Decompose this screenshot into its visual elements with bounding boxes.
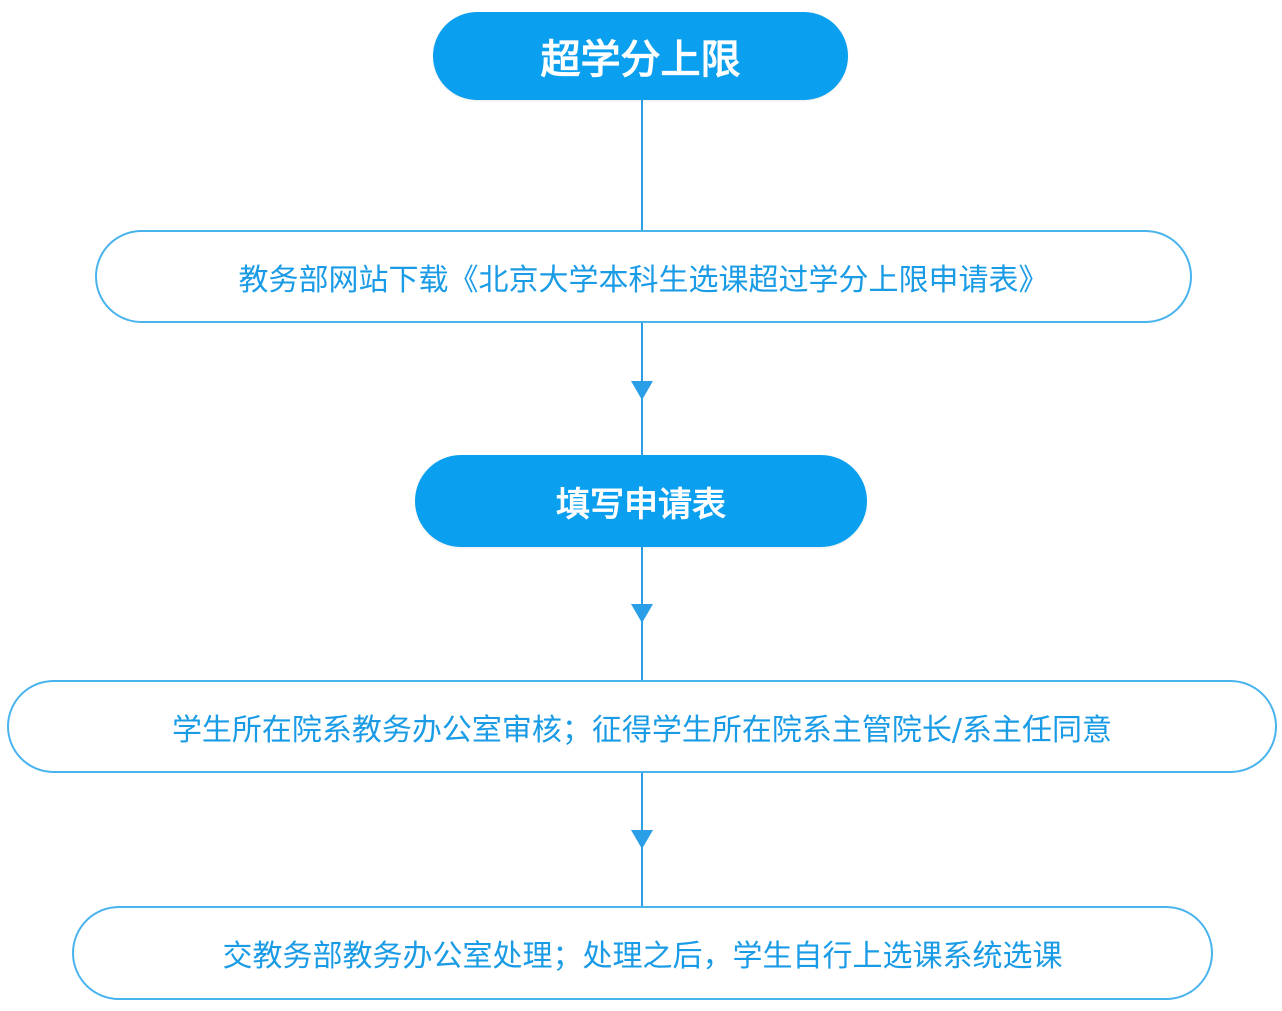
- arrowhead-2-3: [631, 381, 653, 400]
- step-review-label: 学生所在院系教务办公室审核；征得学生所在院系主管院长/系主任同意: [171, 712, 1113, 748]
- step-start-credit-limit: 超学分上限: [433, 12, 848, 100]
- step-fill-form: 填写申请表: [415, 455, 867, 547]
- step-submit-processing: 交教务部教务办公室处理；处理之后，学生自行上选课系统选课: [72, 906, 1213, 1000]
- step-download-form: 教务部网站下载《北京大学本科生选课超过学分上限申请表》: [95, 230, 1192, 323]
- step-start-label: 超学分上限: [540, 37, 741, 83]
- step-department-review: 学生所在院系教务办公室审核；征得学生所在院系主管院长/系主任同意: [7, 680, 1277, 773]
- step-submit-label: 交教务部教务办公室处理；处理之后，学生自行上选课系统选课: [222, 939, 1063, 974]
- arrowhead-3-4: [631, 604, 653, 623]
- arrowhead-4-5: [631, 830, 653, 849]
- step-fill-label: 填写申请表: [556, 484, 726, 525]
- step-download-label: 教务部网站下载《北京大学本科生选课超过学分上限申请表》: [238, 262, 1049, 298]
